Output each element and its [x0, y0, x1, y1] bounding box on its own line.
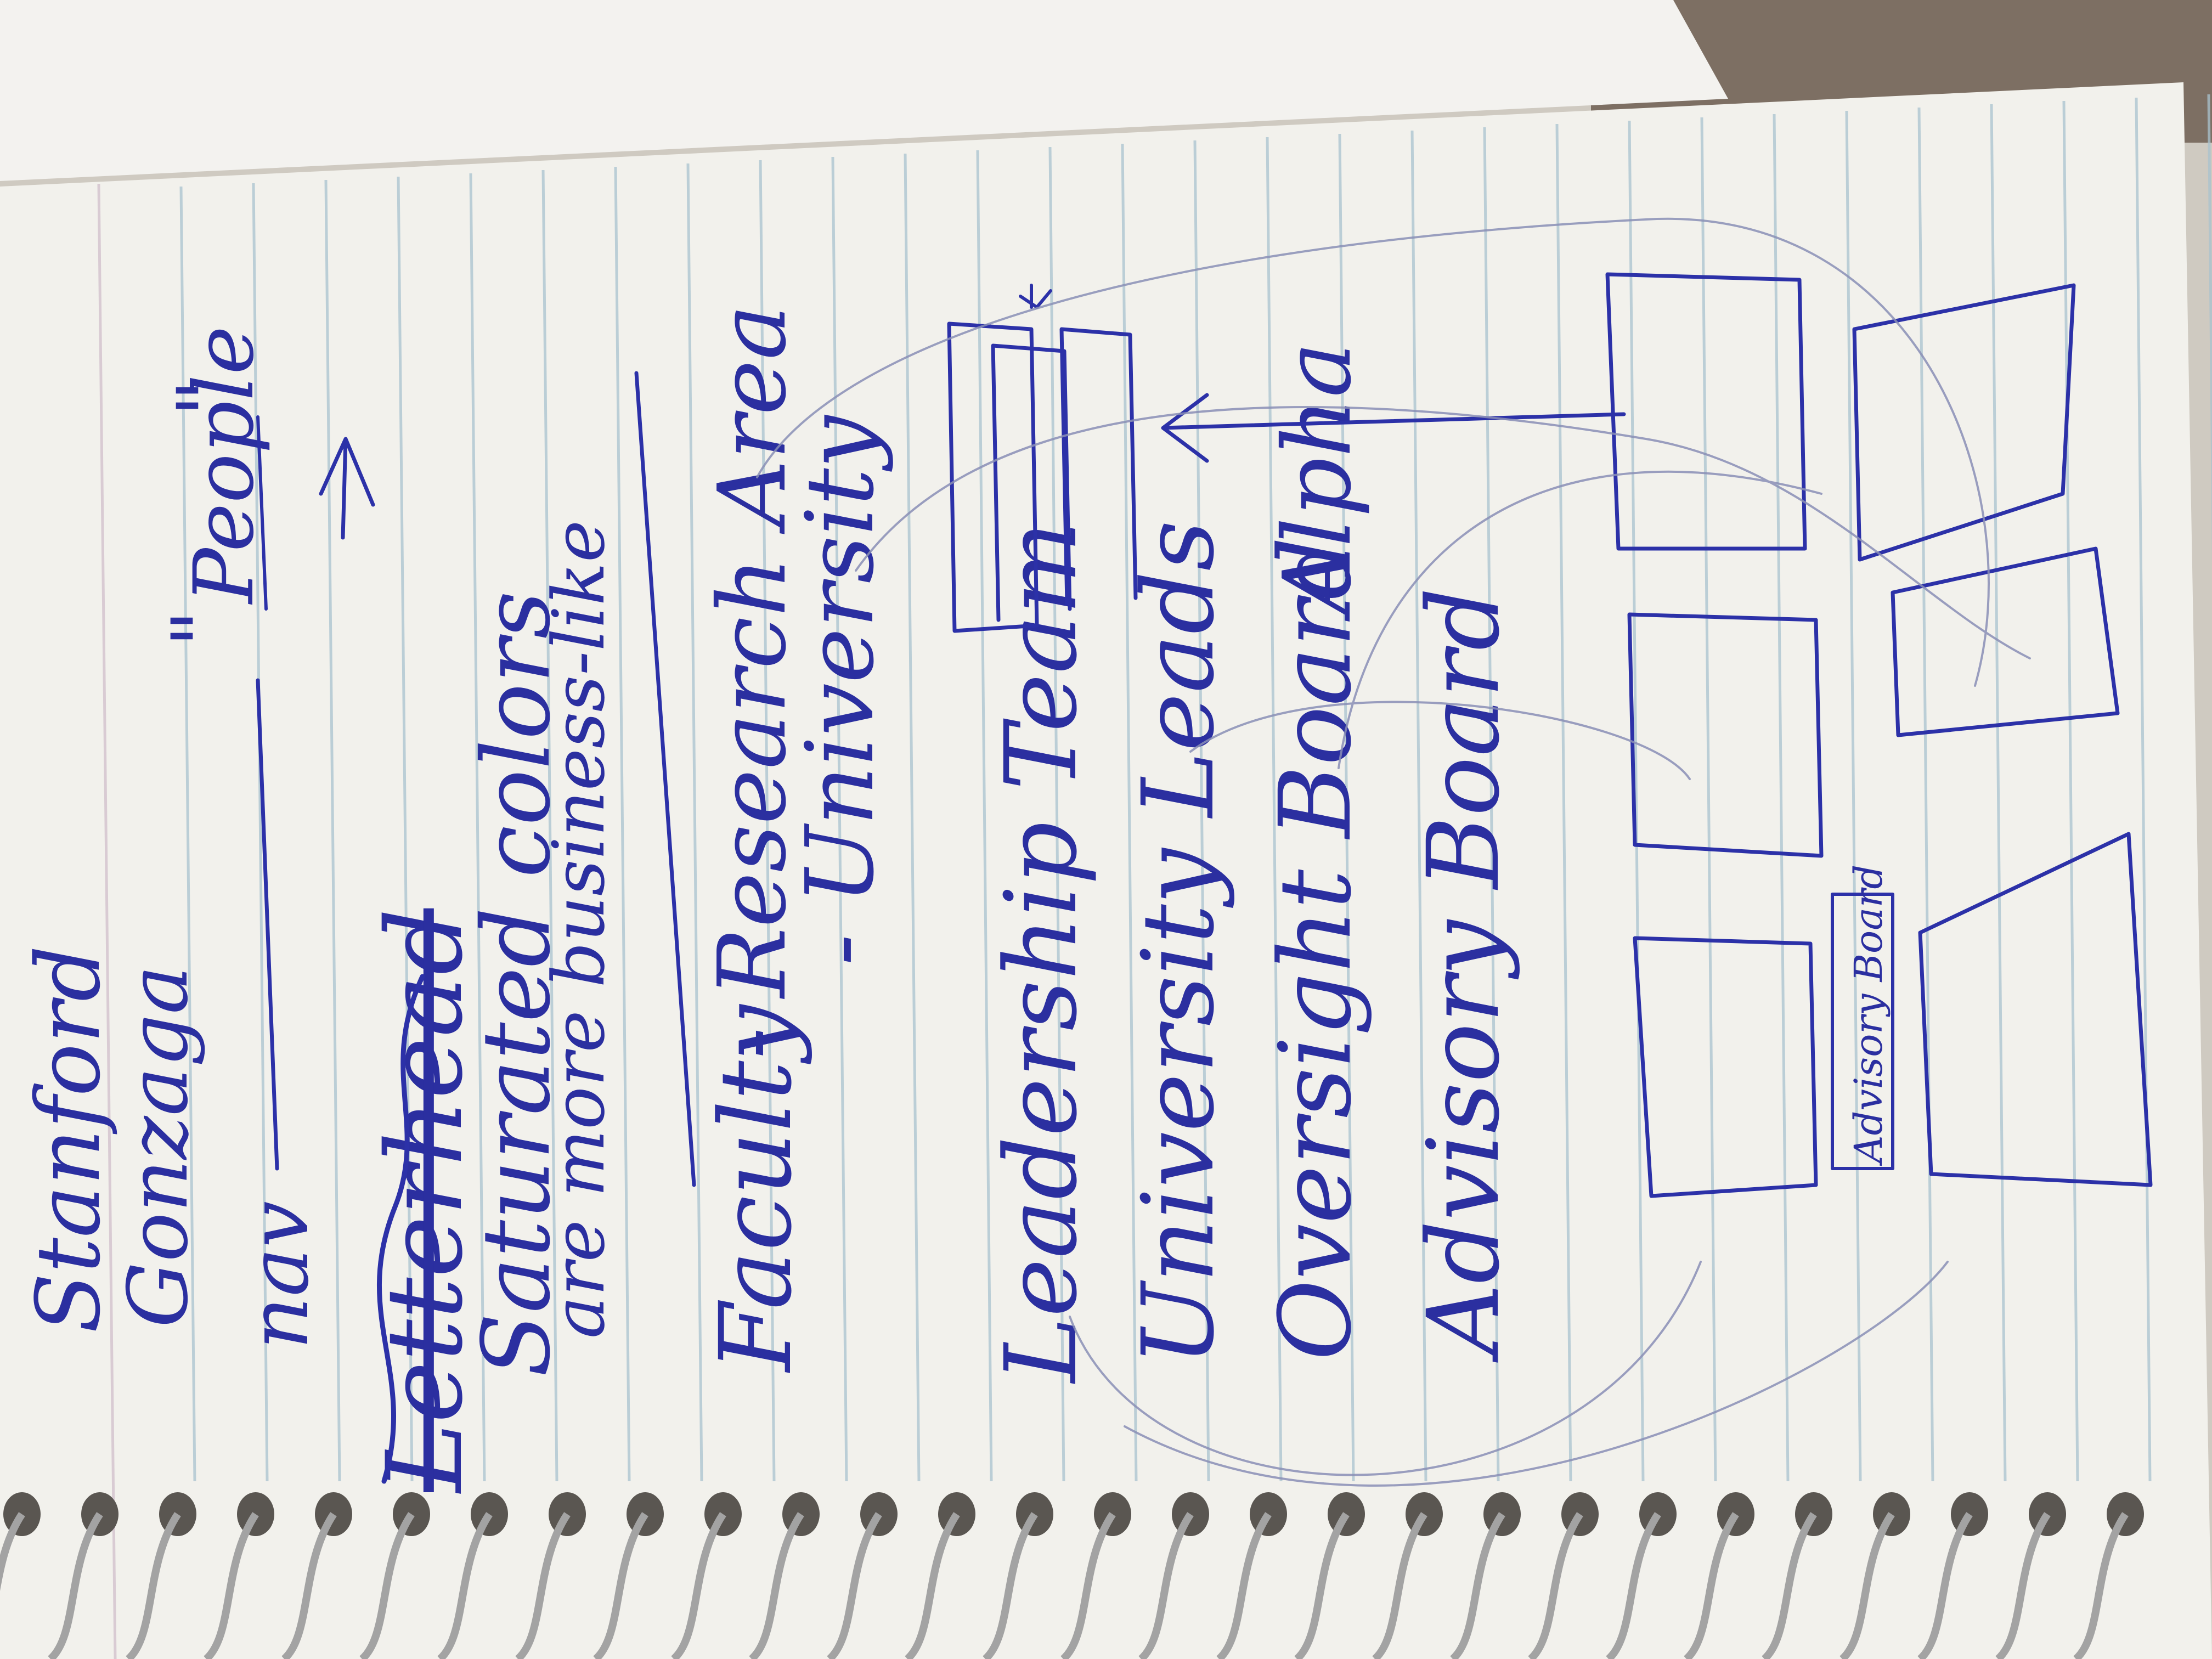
- note-saturated-colors: Saturated colors: [462, 591, 571, 1377]
- ruled-line: [759, 160, 776, 1482]
- note-nav: nav: [232, 1201, 327, 1350]
- ruled-line: [1048, 146, 1065, 1482]
- spiral-ring: [1450, 1512, 1505, 1659]
- ruled-line: [1193, 140, 1210, 1482]
- ruled-line: [1338, 133, 1355, 1482]
- ruled-line: [614, 166, 631, 1482]
- spiral-ring: [1528, 1512, 1583, 1659]
- paper-under: [0, 0, 1728, 181]
- note-research-area: - Research Area: [698, 304, 807, 1059]
- ruled-line: [1555, 123, 1572, 1482]
- ruled-line: [904, 153, 921, 1482]
- spiral-ring: [1606, 1512, 1661, 1659]
- spiral-ring: [2073, 1512, 2129, 1659]
- spiral-ring: [48, 1512, 103, 1659]
- ruled-line: [2207, 94, 2212, 566]
- spiral-ring: [1138, 1512, 1194, 1659]
- spiral-ring: [1216, 1512, 1272, 1659]
- ruled-line: [686, 163, 703, 1482]
- note-gonzaga: Gonzaga: [111, 965, 206, 1328]
- spiral-ring: [359, 1512, 415, 1659]
- pencil-connectors: [756, 217, 2031, 1487]
- spiral-ring: [1372, 1512, 1427, 1659]
- spiral-ring: [1762, 1512, 1817, 1659]
- ruled-line: [1990, 104, 2007, 1482]
- ruled-line: [541, 170, 558, 1482]
- note-leadership-team: Leadership Team: [984, 521, 1099, 1384]
- ruled-line: [1845, 110, 1862, 1482]
- spiral-ring: [126, 1512, 181, 1659]
- note-university-leads: University Leads: [1121, 520, 1236, 1366]
- note-faculty: Faculty: [699, 1003, 814, 1373]
- ruled-line: [2062, 100, 2079, 1482]
- people-close-quote: ": [160, 379, 256, 417]
- stacked-cards-sketch: [947, 284, 1138, 633]
- note-alpha: Alpha: [1263, 342, 1372, 622]
- handwriting: Stanford Gonzaga nav " People " Letterhe…: [17, 217, 2153, 1494]
- note-people: People: [177, 326, 272, 605]
- ruled-line: [469, 173, 486, 1482]
- spiral-ring: [905, 1512, 960, 1659]
- spiral-ring: [0, 1512, 25, 1592]
- note-scribbled-word: Letterhead: [364, 909, 486, 1494]
- ruled-line: [976, 150, 993, 1482]
- arrow-up: [1161, 393, 1626, 463]
- note-business-like: are more business-like: [537, 520, 620, 1339]
- ruled-line: [1773, 114, 1790, 1482]
- notebook-page: [0, 82, 2212, 1659]
- ruled-line: [831, 156, 848, 1482]
- wireframe-boxes: [1605, 272, 2153, 1198]
- ruled-line: [1917, 107, 1934, 1482]
- note-stanford: Stanford: [17, 945, 120, 1333]
- people-open-quote: ": [155, 610, 250, 647]
- ruled-line: [1628, 120, 1645, 1482]
- ruled-line: [252, 183, 269, 1482]
- note-university-sub: - University: [786, 415, 895, 966]
- ruled-line: [1410, 130, 1427, 1482]
- spiral-ring: [204, 1512, 259, 1659]
- nav-underline: [256, 678, 279, 1171]
- ruled-line: [1266, 137, 1283, 1482]
- spiral-ring: [437, 1512, 493, 1659]
- ruled-line: [1483, 127, 1500, 1482]
- ruled-line: [1700, 117, 1717, 1482]
- people-underline: [256, 415, 268, 611]
- spiral-ring: [983, 1512, 1038, 1659]
- spiral-ring: [827, 1512, 882, 1659]
- spiral-ring: [1917, 1512, 1973, 1659]
- spiral-ring: [593, 1512, 648, 1659]
- spiral-ring: [749, 1512, 804, 1659]
- ruled-line: [2135, 97, 2152, 1482]
- ruled-line: [179, 186, 196, 1482]
- spiral-ring: [1839, 1512, 1895, 1659]
- ruled-line: [324, 179, 341, 1482]
- spiral-ring: [1995, 1512, 2051, 1659]
- ruled-line: [397, 176, 414, 1482]
- spiral-ring: [1294, 1512, 1350, 1659]
- spiral-binding: [0, 1492, 2144, 1659]
- spiral-ring: [1060, 1512, 1116, 1659]
- spiral-ring: [515, 1512, 571, 1659]
- section-divider: [634, 371, 696, 1187]
- note-oversight-board: Oversight Board: [1259, 537, 1373, 1361]
- scribble-out: [376, 974, 425, 1484]
- spiral-ring: [671, 1512, 726, 1659]
- ruled-line: [1121, 143, 1138, 1482]
- spiral-ring: [281, 1512, 337, 1659]
- arrow-down: [319, 437, 375, 540]
- note-advisory-board: Advisory Board: [1407, 588, 1521, 1363]
- spiral-ring: [1684, 1512, 1739, 1659]
- box-label-advisory: Advisory Board: [1846, 865, 1891, 1166]
